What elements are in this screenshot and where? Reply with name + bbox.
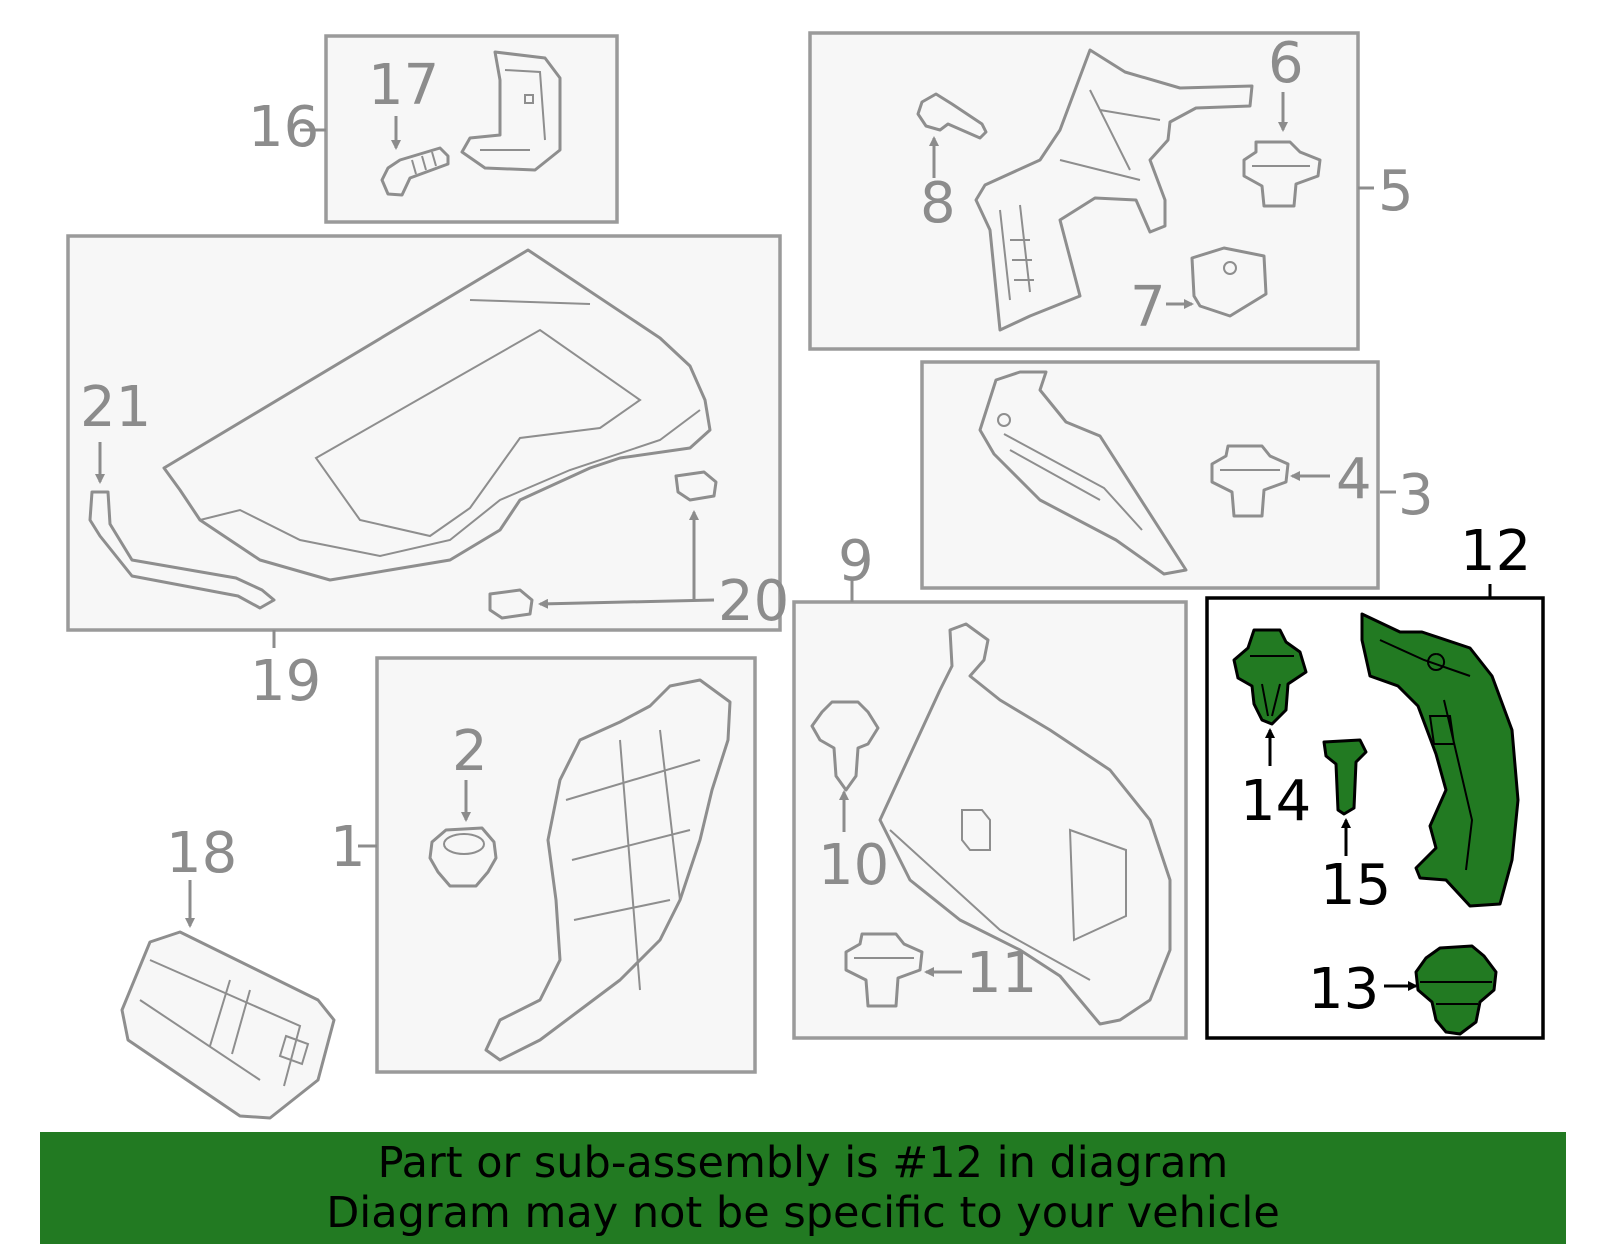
- pin-10-part: [810, 700, 880, 792]
- callout-5: 5: [1378, 159, 1414, 224]
- callout-12: 12: [1460, 519, 1531, 584]
- callout-19: 19: [250, 649, 321, 714]
- clip-4-part: [1210, 444, 1290, 518]
- callout-11: 11: [966, 941, 1037, 1006]
- callout-7: 7: [1130, 275, 1166, 340]
- cable-21-part: [88, 490, 276, 610]
- grommet-2-part: [428, 826, 498, 888]
- panel-quarter-trim-9[interactable]: 9 10 11: [792, 529, 1188, 1040]
- clip-20a-part: [674, 470, 718, 502]
- lamp-part: [120, 930, 336, 1120]
- panel-trim-3[interactable]: 3 4: [920, 360, 1434, 590]
- callout-9: 9: [838, 529, 874, 594]
- push-pin-14-part: [1232, 628, 1308, 726]
- trim-bracket-part: [974, 48, 1254, 332]
- panel-floor-19[interactable]: 19 20 21: [66, 234, 789, 714]
- callout-8: 8: [920, 171, 956, 236]
- quarter-trim-part: [878, 622, 1172, 1026]
- callout-21: 21: [80, 375, 151, 440]
- nut-7-part: [1190, 246, 1268, 318]
- bracket-12-part: [1360, 612, 1520, 908]
- upper-trim-part: [978, 370, 1188, 576]
- side-trim-part: [484, 678, 732, 1062]
- bolt-8-part: [916, 92, 988, 140]
- callout-13: 13: [1308, 957, 1379, 1022]
- callout-14: 14: [1240, 769, 1311, 834]
- callout-18: 18: [166, 821, 237, 886]
- clip-6-part: [1242, 140, 1322, 208]
- callout-3: 3: [1398, 463, 1434, 528]
- banner-line-part: Part or sub-assembly is #12 in diagram: [377, 1138, 1229, 1188]
- bracket-part: [460, 50, 562, 172]
- callout-10: 10: [818, 833, 889, 898]
- callout-6: 6: [1268, 31, 1304, 96]
- clip-20b-part: [488, 588, 534, 620]
- floor-board-part: [162, 248, 712, 582]
- clip-11-part: [844, 932, 924, 1008]
- callout-15: 15: [1320, 853, 1391, 918]
- clip-13-part: [1414, 944, 1498, 1036]
- callout-1: 1: [330, 815, 366, 880]
- callout-2: 2: [452, 719, 488, 784]
- callout-20: 20: [718, 569, 789, 634]
- panel-side-trim-1[interactable]: 1 2: [330, 656, 757, 1074]
- panel-bracket-16[interactable]: 16 17: [248, 34, 619, 224]
- banner-line-disclaimer: Diagram may not be specific to your vehi…: [326, 1188, 1280, 1238]
- diagram-notice-banner: Part or sub-assembly is #12 in diagram D…: [40, 1132, 1566, 1244]
- callout-4: 4: [1336, 447, 1372, 512]
- panel-bracket-5[interactable]: 5 6 7 8: [808, 31, 1414, 351]
- part-lamp-18[interactable]: 18: [120, 821, 336, 1120]
- callout-17: 17: [368, 53, 439, 118]
- callout-16: 16: [248, 95, 319, 160]
- panel-highlighted-12[interactable]: 12 13 14 15: [1205, 519, 1545, 1040]
- rivet-15-part: [1322, 738, 1368, 816]
